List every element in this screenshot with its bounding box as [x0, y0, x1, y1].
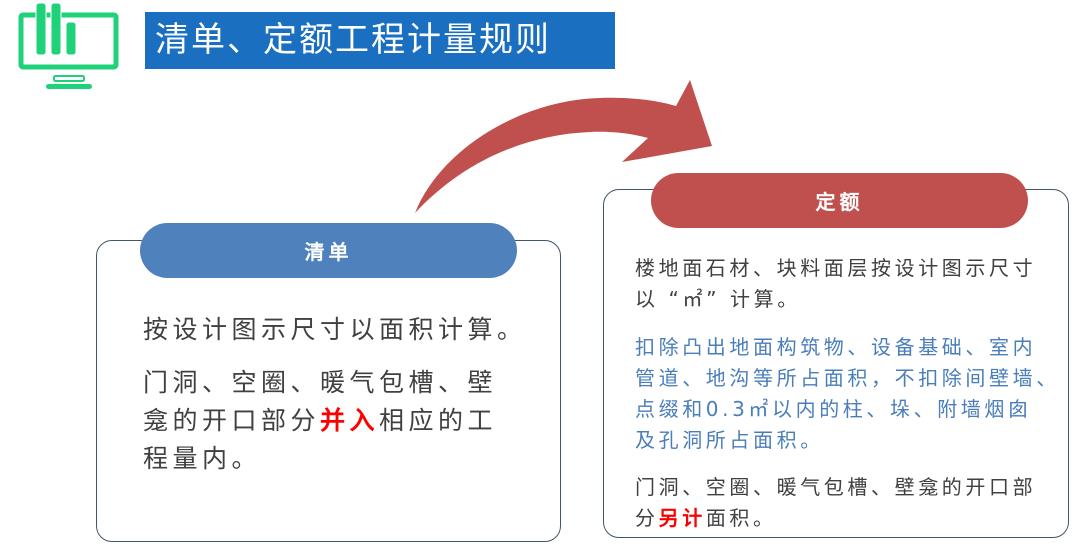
dinge-p3-line-2: 分另计面积。: [635, 503, 1036, 534]
qingdan-p2-text: 龛的开口部分: [143, 406, 321, 435]
dinge-p2-line-3: 点缀和0.3㎡以内的柱、垛、附墙烟囱: [635, 397, 1032, 421]
qingdan-title: 清单: [304, 240, 353, 264]
dinge-p2-line-2: 管道、地沟等所占面积，不扣除间壁墙、: [635, 366, 1060, 390]
dinge-paragraph-1: 楼地面石材、块料面层按设计图示尺寸 以 “㎡” 计算。: [635, 253, 1036, 315]
qingdan-card: [96, 240, 561, 542]
qingdan-paragraph-1: 按设计图示尺寸以面积计算。: [143, 311, 527, 349]
dinge-p3-text: 面积。: [705, 506, 777, 530]
qingdan-p2-line-1: 门洞、空圈、暖气包槽、壁: [143, 368, 498, 397]
qingdan-title-pill: 清单: [140, 223, 517, 278]
qingdan-paragraph-2: 门洞、空圈、暖气包槽、壁 龛的开口部分并入相应的工 程量内。: [143, 364, 497, 478]
dinge-title-pill: 定额: [651, 173, 1028, 228]
dinge-paragraph-2: 扣除凸出地面构筑物、设备基础、室内 管道、地沟等所占面积，不扣除间壁墙、 点缀和…: [635, 332, 1060, 456]
dinge-p2-line-4: 及孔洞所占面积。: [635, 428, 824, 452]
qingdan-p2-line-2: 龛的开口部分并入相应的工: [143, 402, 497, 440]
monitor-bar-chart-icon: [18, 2, 119, 89]
qingdan-p2-text: 相应的工: [379, 406, 498, 435]
dinge-p1-line-1: 楼地面石材、块料面层按设计图示尺寸: [635, 256, 1037, 280]
qingdan-p1-line-1: 按设计图示尺寸以面积计算。: [143, 315, 527, 344]
dinge-p2-line-1: 扣除凸出地面构筑物、设备基础、室内: [635, 335, 1037, 359]
qingdan-p2-line-3: 程量内。: [143, 444, 262, 473]
dinge-p1-line-2: 以 “㎡” 计算。: [635, 287, 801, 311]
dinge-p3-text: 分: [635, 506, 659, 530]
dinge-title: 定额: [815, 190, 864, 214]
dinge-card: [603, 189, 1069, 538]
page-title: 清单、定额工程计量规则: [145, 12, 615, 69]
highlight-merge-in: 并入: [320, 406, 380, 435]
dinge-p3-line-1: 门洞、空圈、暖气包槽、壁龛的开口部: [635, 475, 1037, 499]
dinge-paragraph-3: 门洞、空圈、暖气包槽、壁龛的开口部 分另计面积。: [635, 472, 1036, 534]
highlight-separate-count: 另计: [658, 506, 706, 530]
